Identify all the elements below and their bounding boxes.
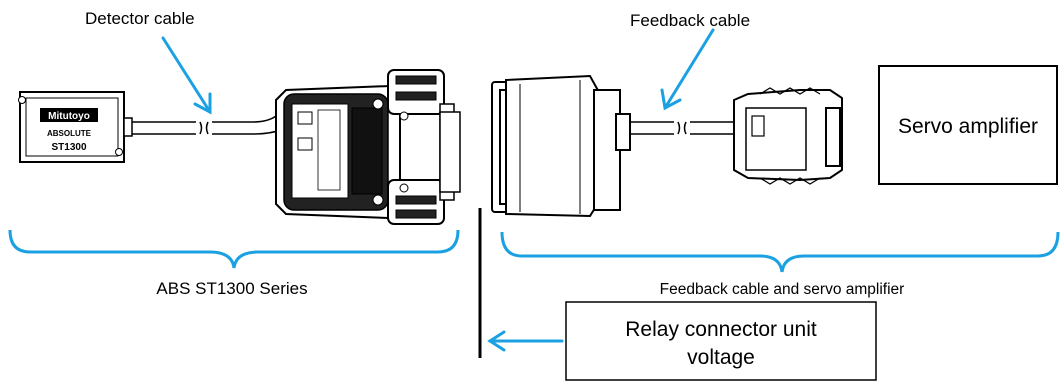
device-model-line1: ABSOLUTE (47, 129, 92, 138)
feedback-connector (492, 76, 630, 216)
relay-box-line1: Relay connector unit (625, 318, 817, 341)
device-model-line2: ST1300 (51, 142, 86, 153)
servo-amplifier-box: Servo amplifier (879, 66, 1057, 184)
servo-amplifier-label: Servo amplifier (898, 115, 1038, 138)
abs-series-brace (10, 230, 458, 268)
relay-box-line2: voltage (687, 346, 755, 369)
feedback-cable (630, 122, 738, 134)
detector-connector (276, 70, 460, 224)
feedback-cable-label: Feedback cable (630, 11, 750, 30)
device-brand-text: Mitutoyo (48, 111, 90, 122)
feedback-plug (734, 88, 842, 184)
feedback-servo-label: Feedback cable and servo amplifier (660, 281, 905, 298)
detector-cable-label: Detector cable (85, 9, 195, 28)
detector-cable-arrow (163, 38, 210, 112)
abs-series-label: ABS ST1300 Series (156, 279, 307, 298)
feedback-servo-brace (502, 232, 1058, 272)
feedback-cable-arrow (662, 30, 713, 108)
relay-connector-box: Relay connector unit voltage (566, 302, 876, 380)
left-arrow-icon (490, 332, 562, 350)
detector-unit: Mitutoyo ABSOLUTE ST1300 (19, 92, 133, 162)
